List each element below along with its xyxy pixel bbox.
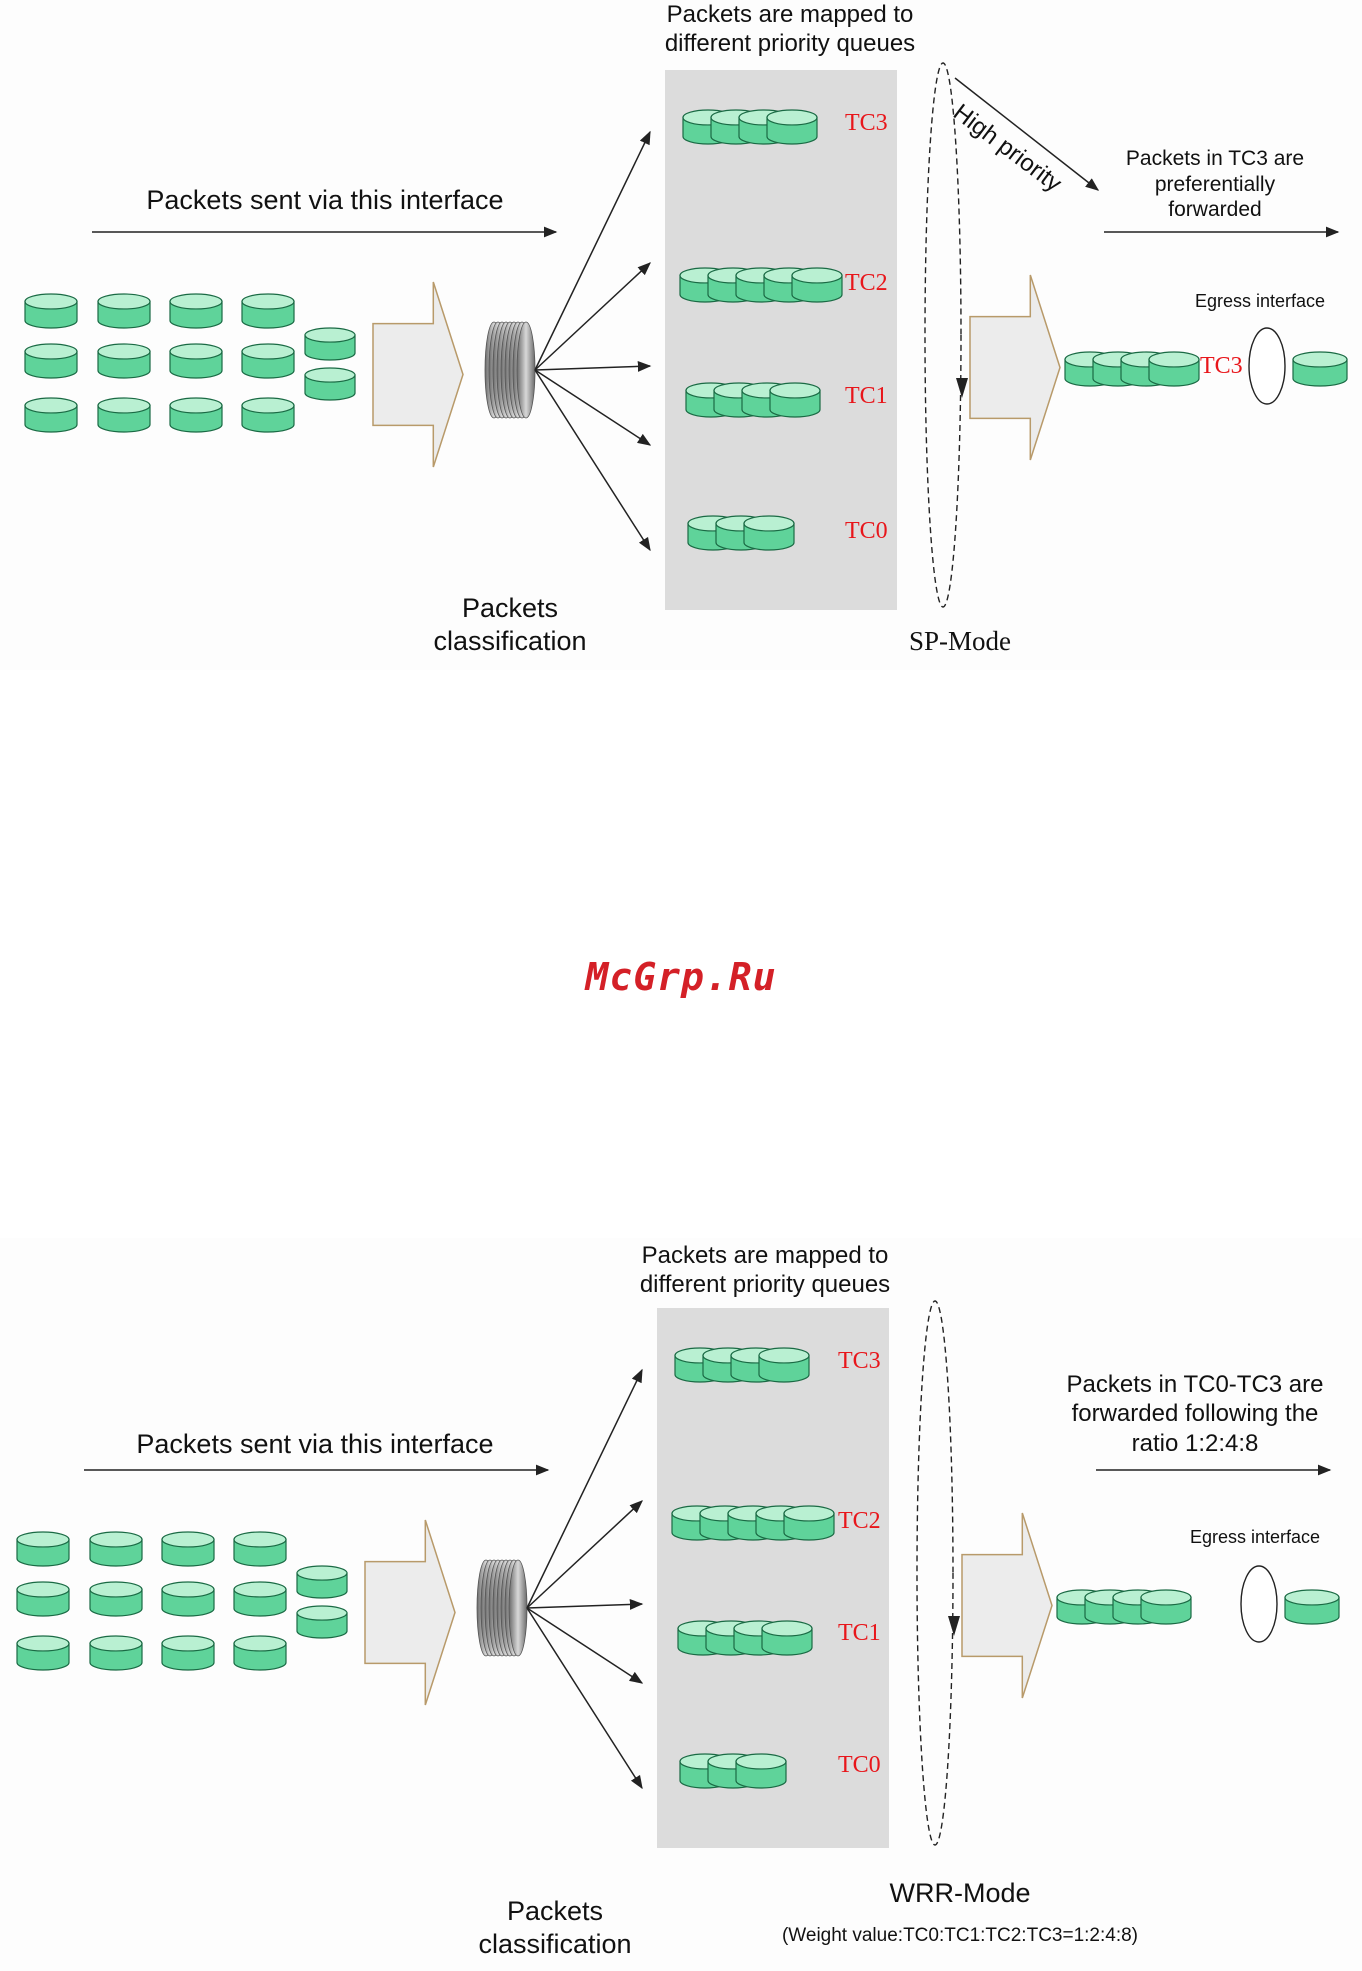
queue-packet xyxy=(769,382,821,418)
input-packet xyxy=(169,343,223,379)
egress-packet xyxy=(1140,1589,1192,1625)
sp-egress-tc3-label: TC3 xyxy=(1200,353,1243,379)
sp-queue-tc1-label: TC1 xyxy=(845,383,888,409)
input-packet xyxy=(16,1531,70,1567)
input-packet xyxy=(304,367,356,401)
queue-packet xyxy=(791,267,843,303)
input-packet xyxy=(296,1565,348,1599)
queue-row-tc2 xyxy=(671,1505,835,1541)
queue-row-tc1 xyxy=(685,382,821,418)
wrr-queue-tc1-label: TC1 xyxy=(838,1620,881,1646)
wrr-layout-group xyxy=(16,1300,1340,1848)
egress-ring xyxy=(1248,327,1286,405)
wrr-mapped-label: Packets are mapped to different priority… xyxy=(639,1242,891,1299)
sp-classification-label: Packets classification xyxy=(433,593,587,656)
input-packet xyxy=(161,1635,215,1671)
sp-queue-tc2-label: TC2 xyxy=(845,270,888,296)
queue-row-tc3 xyxy=(682,109,818,145)
egress-out-packet xyxy=(1284,1589,1340,1625)
wrr-packets-sent-label: Packets sent via this interface xyxy=(136,1429,494,1459)
classifier-drum xyxy=(484,321,536,419)
input-packet xyxy=(24,293,78,329)
input-packet xyxy=(89,1581,143,1617)
queue-row-tc0 xyxy=(679,1753,787,1789)
input-packet xyxy=(296,1605,348,1639)
input-packet xyxy=(97,293,151,329)
egress-ring xyxy=(1240,1565,1278,1643)
classification-arrow xyxy=(534,262,651,371)
queue-row-tc2 xyxy=(679,267,843,303)
input-packet xyxy=(233,1581,287,1617)
input-packet xyxy=(233,1635,287,1671)
input-packet xyxy=(24,397,78,433)
queue-packet xyxy=(735,1753,787,1789)
input-packet xyxy=(161,1531,215,1567)
classification-arrow xyxy=(534,369,651,552)
input-packet xyxy=(233,1531,287,1567)
sp-packets-sent-label: Packets sent via this interface xyxy=(146,185,504,215)
classification-arrow xyxy=(526,1607,644,1684)
egress-packet xyxy=(1148,351,1200,387)
input-packet xyxy=(241,293,295,329)
block-arrow-out xyxy=(961,1512,1053,1699)
classifier-drum xyxy=(476,1559,528,1657)
input-packet xyxy=(169,293,223,329)
classification-arrow xyxy=(534,130,651,371)
scheduler-arrowhead xyxy=(956,378,968,398)
input-packet xyxy=(89,1531,143,1567)
wrr-forward-note: Packets in TC0-TC3 are forwarded followi… xyxy=(1066,1371,1324,1457)
input-packet xyxy=(16,1581,70,1617)
scheduler-loop xyxy=(924,62,962,608)
input-packet xyxy=(304,327,356,361)
queue-row-tc0 xyxy=(687,515,795,551)
queue-packet xyxy=(766,109,818,145)
input-packet xyxy=(24,343,78,379)
wrr-queue-tc2-label: TC2 xyxy=(838,1508,881,1534)
wrr-egress-label: Egress interface xyxy=(1189,1527,1321,1547)
block-arrow-out xyxy=(969,274,1061,461)
classification-arrow xyxy=(526,1599,644,1610)
queue-row-tc1 xyxy=(677,1620,813,1656)
input-packet xyxy=(241,397,295,433)
sp-forward-note: Packets in TC3 are preferentially forwar… xyxy=(1125,147,1305,222)
sp-mode-label: SP-Mode xyxy=(908,626,1011,656)
sp-queue-tc3-label: TC3 xyxy=(845,110,888,136)
queue-packet xyxy=(758,1347,810,1383)
classification-arrow xyxy=(534,361,652,372)
wrr-mode-label: WRR-Mode xyxy=(889,1878,1031,1908)
queue-packet xyxy=(761,1620,813,1656)
scheduler-arrowhead xyxy=(948,1616,960,1636)
block-arrow-in xyxy=(364,1519,456,1706)
egress-out-packet xyxy=(1292,351,1348,387)
input-packet xyxy=(161,1581,215,1617)
block-arrow-in xyxy=(372,281,464,468)
watermark: McGrp.Ru xyxy=(585,955,777,999)
high-priority-arrow xyxy=(954,77,1100,191)
queue-packet xyxy=(783,1505,835,1541)
sp-mode-graphics xyxy=(24,62,1348,610)
input-packet xyxy=(16,1635,70,1671)
wrr-mode-graphics xyxy=(16,1300,1340,1848)
input-packet xyxy=(89,1635,143,1671)
input-packet xyxy=(97,397,151,433)
scheduler-loop xyxy=(916,1300,954,1846)
sp-mapped-label: Packets are mapped to different priority… xyxy=(664,1,916,58)
queue-row-tc3 xyxy=(674,1347,810,1383)
classification-arrow xyxy=(526,1500,643,1609)
wrr-classification-label: Packets classification xyxy=(478,1896,632,1959)
classification-arrow xyxy=(534,369,652,446)
wrr-queue-tc0-label: TC0 xyxy=(838,1752,881,1778)
input-packet xyxy=(241,343,295,379)
wrr-queue-tc3-label: TC3 xyxy=(838,1348,881,1374)
weight-note: (Weight value:TC0:TC1:TC2:TC3=1:2:4:8) xyxy=(781,1925,1139,1946)
input-packet xyxy=(97,343,151,379)
classification-arrow xyxy=(526,1607,643,1790)
classification-arrow xyxy=(526,1368,643,1609)
input-packet xyxy=(169,397,223,433)
queue-packet xyxy=(743,515,795,551)
sp-egress-label: Egress interface xyxy=(1194,291,1326,311)
sp-queue-tc0-label: TC0 xyxy=(845,518,888,544)
